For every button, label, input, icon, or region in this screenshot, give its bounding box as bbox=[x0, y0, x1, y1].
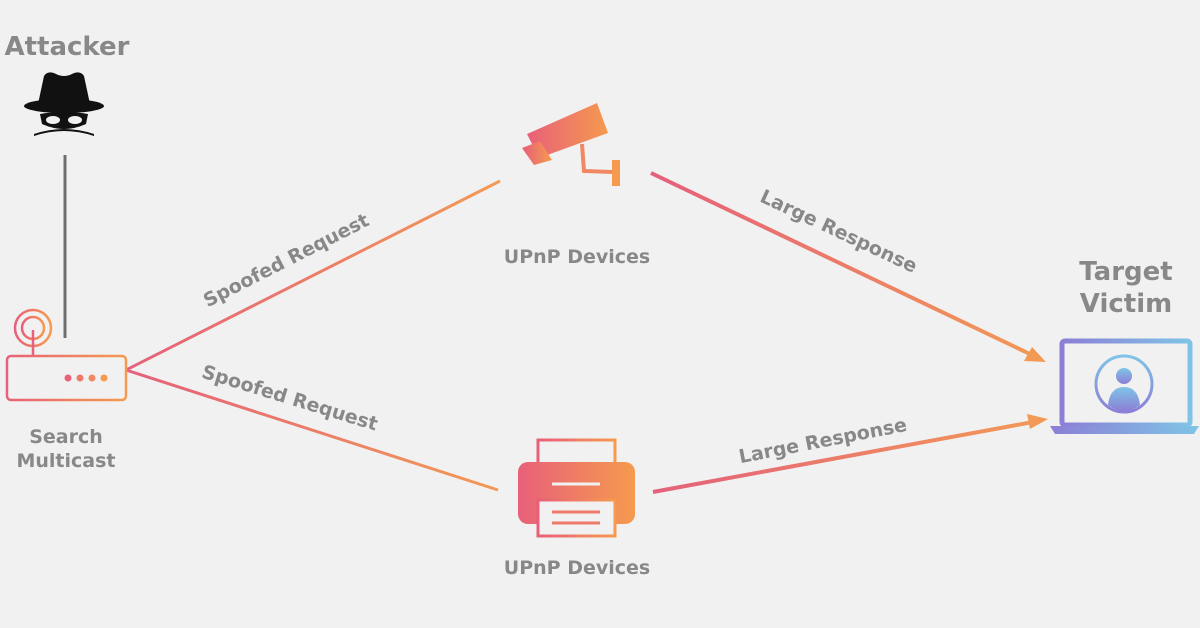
spoofed-request-line-top bbox=[125, 179, 501, 372]
large-response-arrowhead-top bbox=[1024, 347, 1046, 362]
search-multicast-label-line1: Search bbox=[29, 426, 103, 448]
large-response-line-top bbox=[650, 171, 1033, 357]
printer-icon bbox=[518, 438, 635, 538]
large-response-arrowhead-bottom bbox=[1027, 414, 1048, 429]
target-victim-label-line1: Target bbox=[1079, 257, 1172, 287]
upnp-devices-label-bottom: UPnP Devices bbox=[504, 557, 650, 579]
search-multicast-label-line2: Multicast bbox=[16, 450, 115, 472]
spoofed-request-line-bottom bbox=[125, 368, 499, 492]
target-victim-label-line2: Victim bbox=[1080, 289, 1172, 319]
attacker-label: Attacker bbox=[5, 32, 130, 62]
laptop-user-icon bbox=[1050, 338, 1199, 434]
router-icon bbox=[5, 308, 128, 411]
upnp-devices-label-top: UPnP Devices bbox=[504, 246, 650, 268]
spy-icon bbox=[24, 72, 104, 136]
spoofed-request-label-top: Spoofed Request bbox=[200, 209, 373, 312]
large-response-line-bottom bbox=[652, 420, 1034, 494]
security-camera-icon bbox=[522, 103, 620, 186]
